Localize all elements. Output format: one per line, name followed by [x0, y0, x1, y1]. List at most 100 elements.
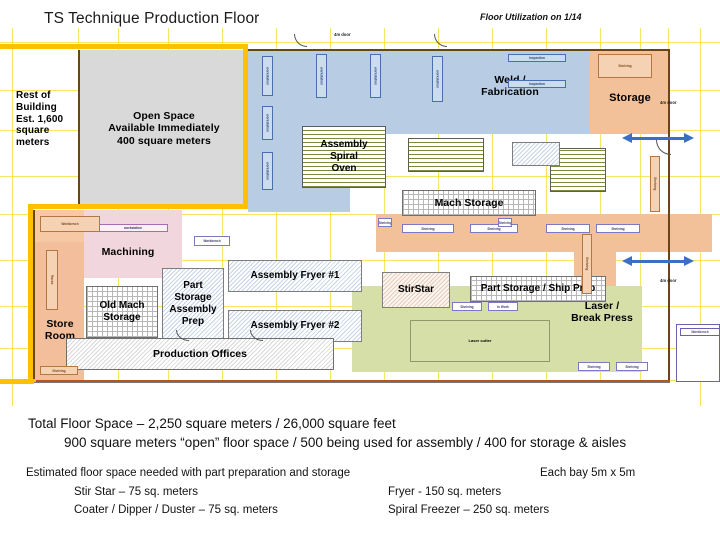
micro-label-shelving: Shelving	[452, 302, 482, 311]
footer-line-8: Spiral Freezer – 250 sq. meters	[388, 504, 550, 516]
wall-right	[668, 49, 670, 382]
micro-label-shelving: Shelving	[578, 362, 610, 371]
wall-left-lower	[33, 210, 35, 382]
building-outline-bottom-left	[0, 379, 36, 384]
micro-label-shelving: Shelving	[598, 54, 652, 78]
micro-label-shelving: Shelving	[546, 224, 590, 233]
spiral-oven-line-3: Oven	[331, 163, 357, 174]
micro-label-workstation: workstation	[316, 54, 327, 98]
part-storage-prep-line-3: Assembly	[169, 304, 217, 315]
equipment-old-mach-storage: Old Mach Storage	[86, 286, 158, 338]
micro-label-shelving: Shelving	[582, 234, 592, 294]
building-outline-left	[28, 204, 33, 384]
micro-label-shelving: Shelving	[498, 218, 512, 227]
old-mach-storage-line-2: Storage	[103, 312, 141, 323]
footer-line-7: Coater / Dipper / Duster – 75 sq. meters	[74, 504, 278, 516]
footer-line-1: Total Floor Space – 2,250 square meters …	[28, 416, 396, 431]
zone-rack-storage	[376, 214, 712, 252]
grid-line-v	[330, 28, 331, 406]
micro-label-workstation: workstation	[370, 54, 381, 98]
equipment-hatched-unit-top	[512, 142, 560, 166]
equipment-part-storage-assembly-prep: Part Storage Assembly Prep	[162, 268, 224, 340]
part-storage-prep-line-2: Storage	[174, 292, 212, 303]
micro-label-workbench: Workbench	[40, 216, 100, 232]
spiral-oven-line-1: Assembly	[320, 139, 368, 150]
page-title: TS Technique Production Floor	[44, 10, 260, 27]
arrow-head-left	[622, 133, 632, 143]
door-label-top: 4m door	[334, 32, 351, 37]
store-room-line-1: Store	[46, 318, 74, 330]
micro-label-workstation: workstation	[432, 56, 443, 102]
zone-label-laser-break-press: Laser / Break Press	[556, 300, 648, 325]
micro-label-workstation: workstation	[262, 152, 273, 190]
rest-of-building-line-1: Rest of	[16, 90, 51, 101]
micro-label-shelving: Shelving	[650, 156, 660, 212]
equipment-mach-storage: Mach Storage	[402, 190, 536, 216]
building-outline-open-bottom	[28, 204, 248, 209]
grid-line-v	[222, 28, 223, 406]
micro-label-shelving: Shelving	[596, 224, 640, 233]
page-subtitle: Floor Utilization on 1/14	[480, 12, 582, 22]
arrow-head-left	[622, 256, 632, 266]
micro-label-workbench: Workbench	[194, 236, 230, 246]
door-swing-top	[294, 34, 307, 47]
footer-line-6: Fryer - 150 sq. meters	[388, 486, 502, 498]
wall-top	[248, 49, 670, 51]
zone-label-rest-of-building: Rest of Building Est. 1,600 square meter…	[16, 90, 78, 149]
micro-label-shelving: Shelving	[40, 366, 78, 375]
footer-line-2: 900 square meters “open” floor space / 5…	[64, 435, 627, 450]
grid-line-h	[0, 42, 720, 43]
rest-of-building-line-5: meters	[16, 137, 50, 149]
arrow-head-right	[684, 256, 694, 266]
part-storage-prep-line-1: Part	[183, 280, 203, 291]
equipment-assembly-spiral-oven: Assembly Spiral Oven	[302, 126, 386, 188]
part-storage-prep-line-4: Prep	[181, 316, 205, 327]
footer-line-4: Each bay 5m x 5m	[540, 467, 636, 479]
open-space-line-3: 400 square meters	[117, 134, 211, 147]
building-outline-top	[0, 44, 248, 49]
bottom-hallway-strip	[34, 382, 670, 406]
arrow-shaft	[631, 136, 685, 141]
micro-label-shelving: Shelving	[378, 218, 392, 227]
micro-label-annex-bathroom: Workbench	[680, 328, 720, 336]
arrow-shaft	[631, 259, 685, 264]
micro-label-inspection: Inspection	[508, 80, 566, 88]
equipment-production-offices: Production Offices	[66, 338, 334, 370]
zone-label-machining: Machining	[101, 246, 155, 258]
zone-label-storage: Storage	[609, 92, 651, 104]
arrow-head-right	[684, 133, 694, 143]
zone-open-space	[80, 50, 246, 205]
rest-of-building-line-2: Building	[16, 101, 57, 113]
laser-line-1: Laser /	[584, 300, 620, 312]
rest-of-building-line-3: Est. 1,600	[16, 113, 64, 125]
footer-line-5: Stir Star – 75 sq. meters	[74, 486, 198, 498]
grid-line-h	[0, 214, 720, 215]
dimension-arrow-upper	[622, 133, 694, 144]
open-space-line-2: Available Immediately	[108, 122, 220, 135]
grid-line-v	[276, 28, 277, 406]
old-mach-storage-line-1: Old Mach	[99, 300, 145, 311]
equipment-laser-cutter-outline: Laser cutter	[410, 320, 550, 362]
micro-label-workstation: workstation	[262, 56, 273, 96]
equipment-green-rack-a	[408, 138, 484, 172]
open-space-line-1: Open Space	[133, 110, 195, 122]
footer-line-3: Estimated floor space needed with part p…	[26, 467, 351, 479]
spiral-oven-line-2: Spiral	[330, 151, 358, 162]
grid-line-v	[12, 28, 13, 406]
micro-label-shelving: Shelving	[470, 224, 518, 233]
micro-label-workstation: workstation	[262, 106, 273, 140]
equipment-assembly-fryer-1: Assembly Fryer #1	[228, 260, 362, 292]
micro-label-racks: Racks	[46, 250, 58, 310]
rest-of-building-line-4: square	[16, 125, 50, 137]
micro-label-workstation: workstation	[98, 224, 168, 232]
floor-plan-canvas: Rest of Building Est. 1,600 square meter…	[0, 28, 720, 406]
door-swing-right	[656, 140, 671, 155]
dimension-arrow-lower	[622, 256, 694, 267]
door-label-right-lower: 4m door	[660, 278, 677, 283]
wall-open-space-left	[78, 50, 80, 206]
building-outline-open-right	[243, 44, 248, 209]
wall-bottom	[34, 380, 670, 382]
micro-label-inspection: Inspection	[508, 54, 566, 62]
zone-label-open-space: Open Space Available Immediately 400 squ…	[88, 110, 240, 147]
